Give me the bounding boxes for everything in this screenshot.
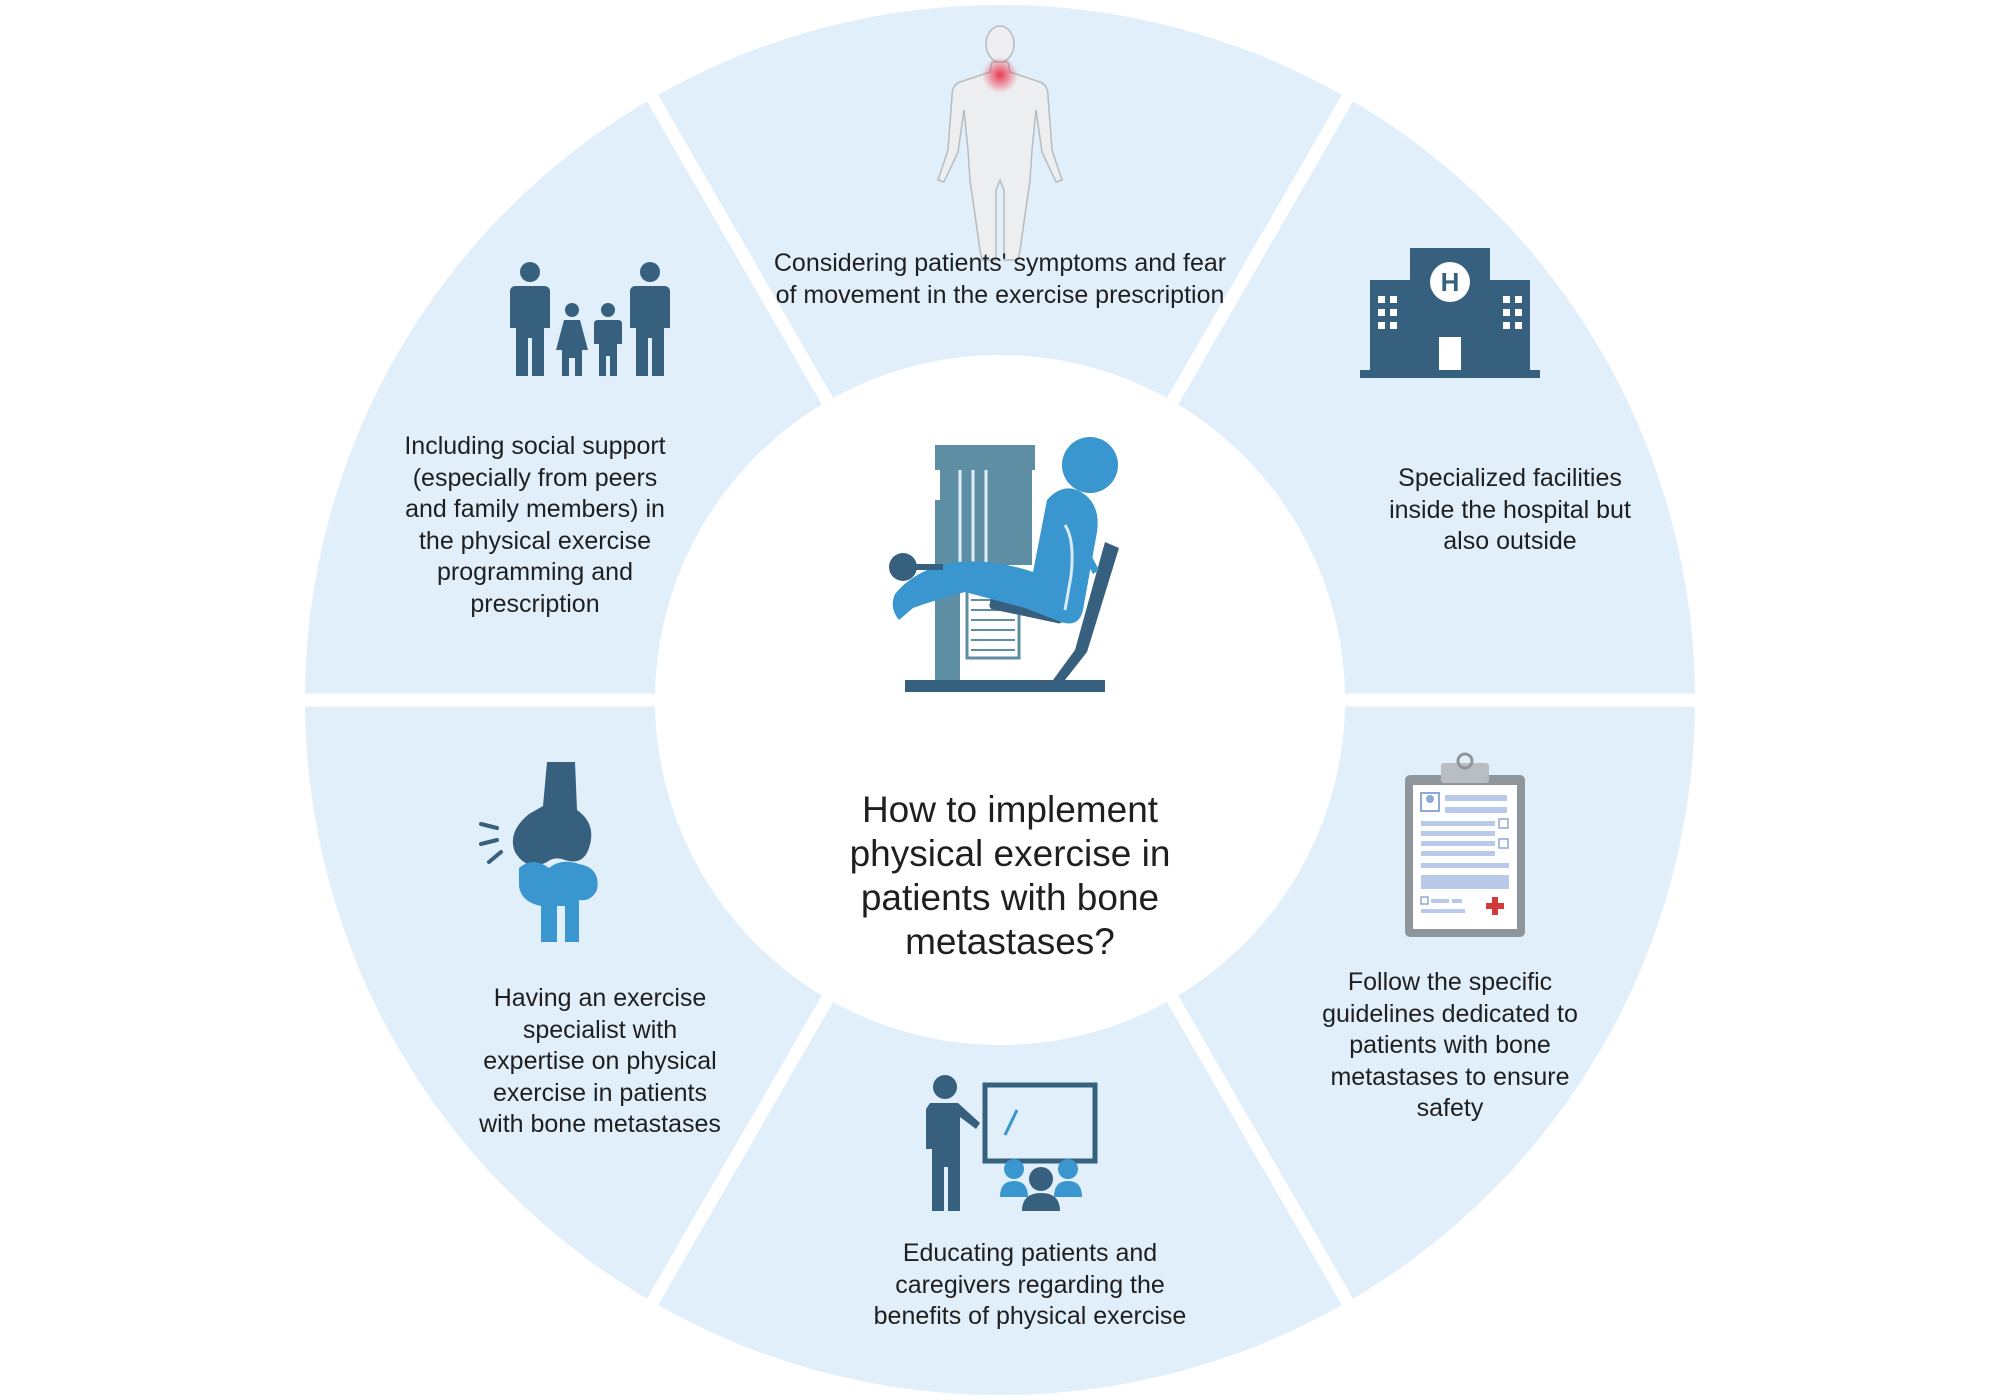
segment-text-line: with bone metastases [479, 1110, 721, 1138]
segment-text-education: Educating patients and caregivers regardi… [830, 1238, 1230, 1333]
svg-text:H: H [1441, 267, 1460, 297]
ring-segment-symptoms [658, 5, 1342, 399]
segment-text-line: and family members) in [405, 495, 665, 523]
ring-segment-social [305, 101, 822, 694]
segment-text-line: caregivers regarding the [895, 1270, 1165, 1299]
segment-text-line: (especially from peers [412, 463, 658, 492]
segment-text-line: Specialized facilities [1398, 464, 1622, 492]
segment-text-guidelines: Follow the specific guidelines dedicated … [1290, 967, 1610, 1125]
ring-segment-facilities [1178, 101, 1695, 694]
segment-text-line: inside the hospital but [1389, 495, 1631, 524]
family-icon [510, 262, 670, 376]
clipboard-icon [1405, 752, 1525, 937]
teacher-presentation-icon [926, 1075, 1098, 1211]
body-pain-icon [937, 25, 1063, 261]
segment-text-line: expertise on physical [483, 1047, 717, 1075]
segment-text-line: Having an exercise [493, 984, 707, 1012]
knee-joint-icon [479, 762, 598, 942]
center-question-line: patients with bone [860, 877, 1160, 918]
segment-text-symptoms: Considering patients' symptoms and fear o… [720, 248, 1280, 311]
segment-text-social: Including social support (especially from… [370, 431, 700, 620]
ring-segment-specialist [305, 706, 822, 1299]
segment-text-line: of movement in the exercise prescription [775, 280, 1225, 309]
segment-text-line: Educating patients and [902, 1239, 1158, 1267]
segment-text-line: specialist with [522, 1015, 678, 1044]
segment-text-line: programming and [437, 558, 633, 586]
segment-text-line: guidelines dedicated to [1322, 999, 1578, 1028]
segment-text-facilities: Specialized facilities inside the hospita… [1340, 463, 1680, 558]
hospital-icon: H [1360, 248, 1540, 378]
ring-segment-guidelines [1178, 706, 1695, 1299]
segment-text-line: Including social support [404, 432, 666, 460]
segment-text-specialist: Having an exercise specialist with experti… [440, 983, 760, 1141]
segment-text-line: Considering patients' symptoms and fear [773, 249, 1227, 277]
ring-segment-education [658, 1001, 1342, 1395]
segment-text-line: prescription [470, 589, 600, 618]
segment-text-line: patients with bone [1349, 1031, 1551, 1059]
center-question-line: physical exercise in [849, 833, 1171, 874]
segment-text-line: exercise in patients [492, 1078, 707, 1107]
segment-text-line: benefits of physical exercise [873, 1302, 1187, 1330]
segment-text-line: Follow the specific [1347, 968, 1553, 996]
leg-extension-machine-icon [889, 437, 1119, 692]
segment-text-line: the physical exercise [418, 526, 652, 555]
segment-text-line: safety [1416, 1094, 1484, 1122]
segment-text-line: also outside [1443, 527, 1577, 555]
center-question-line: How to implement [861, 789, 1159, 830]
center-circle [668, 368, 1332, 1032]
segment-text-line: metastases to ensure [1330, 1062, 1570, 1091]
center-question-line: metastases? [905, 921, 1115, 962]
